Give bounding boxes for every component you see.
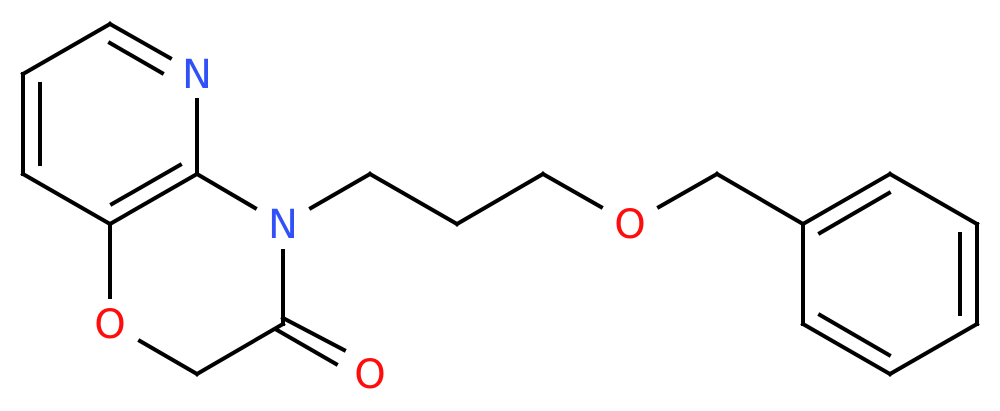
bond	[194, 321, 286, 377]
atom-label-amide-n: N	[268, 202, 298, 248]
bond	[454, 171, 546, 227]
bond	[194, 171, 258, 211]
bond	[20, 171, 113, 227]
bond	[107, 171, 200, 227]
bond	[20, 21, 113, 77]
bond-double-inner	[109, 162, 183, 207]
atom-labels: N N O O O	[94, 52, 645, 398]
bond-double-inner	[274, 327, 339, 367]
bond	[800, 321, 893, 377]
bonds	[20, 21, 980, 377]
bond	[107, 21, 173, 61]
bond	[308, 171, 373, 211]
bond	[137, 338, 200, 377]
atom-label-ether-o: O	[614, 202, 645, 248]
bond	[887, 321, 980, 377]
bond	[280, 315, 347, 353]
bond	[540, 171, 604, 210]
atom-label-carbonyl-o: O	[354, 352, 385, 398]
bond	[800, 171, 893, 227]
bond-double-inner	[817, 312, 892, 358]
bond	[367, 171, 460, 227]
bond	[714, 171, 806, 227]
bond	[887, 171, 980, 227]
atom-label-ring-o: O	[94, 302, 125, 348]
bond-double-inner	[817, 190, 892, 236]
bond	[656, 171, 720, 210]
bond-double-inner	[107, 40, 165, 76]
atom-label-pyridine-n: N	[182, 52, 212, 98]
